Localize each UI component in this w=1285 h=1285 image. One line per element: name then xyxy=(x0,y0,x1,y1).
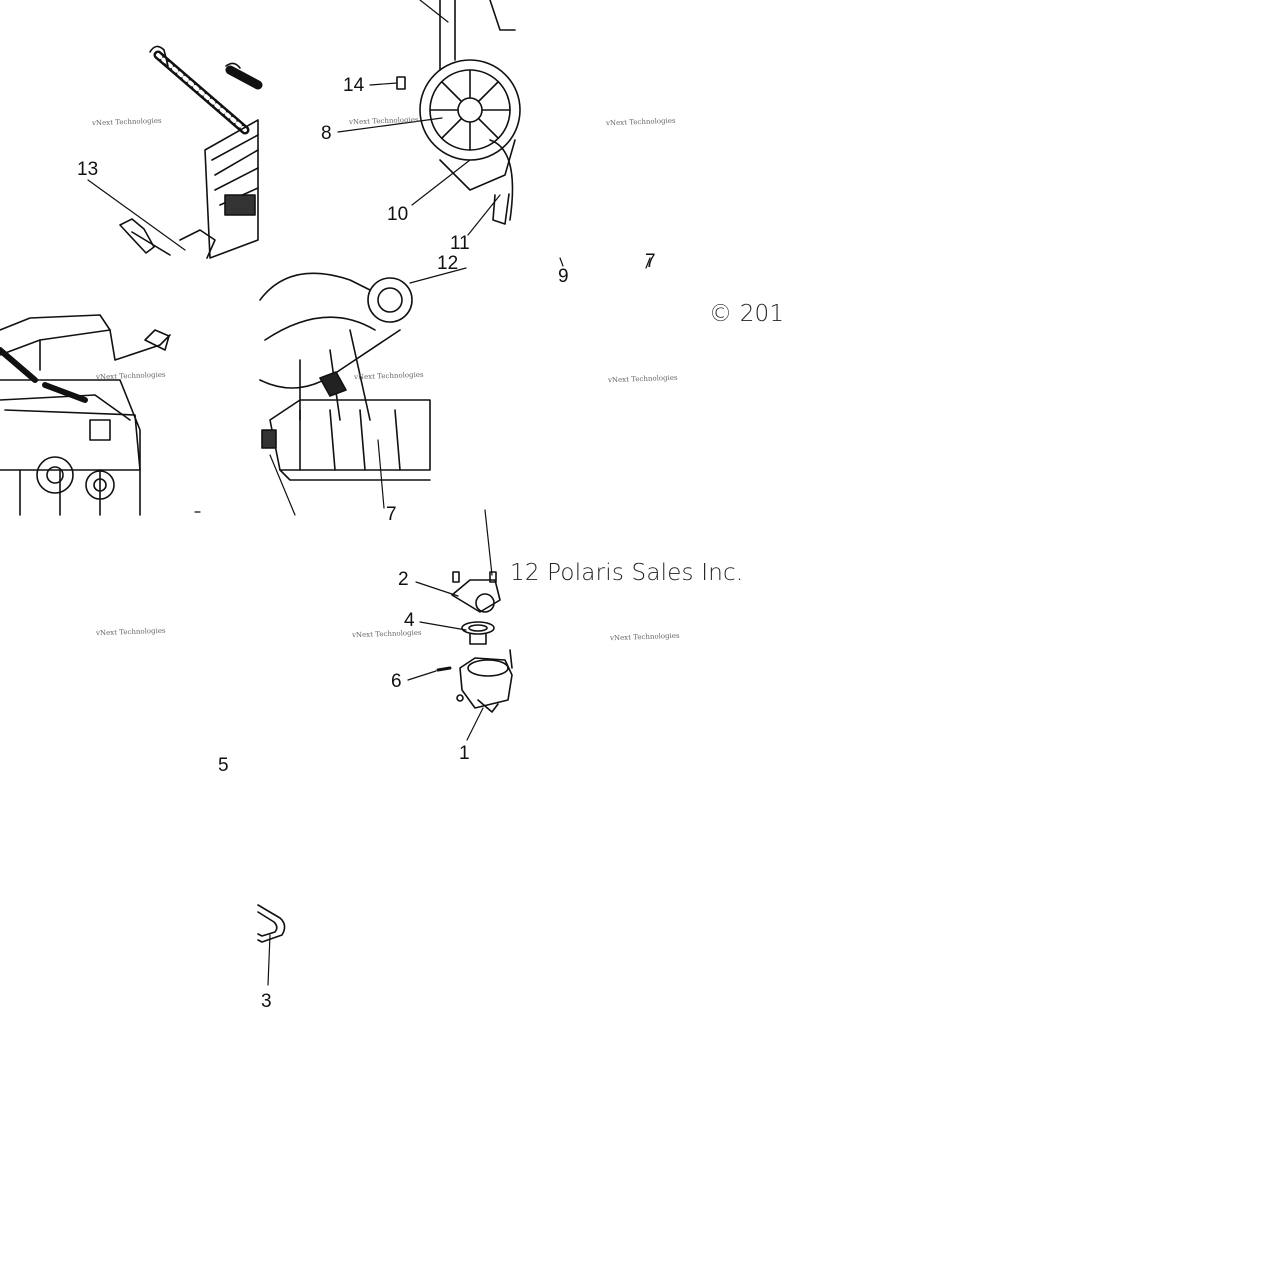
callout-13: 13 xyxy=(77,159,99,180)
copyright-part-1: © 201 xyxy=(709,301,785,327)
callout-4: 4 xyxy=(404,610,415,631)
gasket-part-3 xyxy=(257,904,286,943)
callout-11: 11 xyxy=(450,233,470,254)
callout-1: 1 xyxy=(459,743,470,764)
thermostat-assembly xyxy=(436,571,513,713)
copyright-part-2: 12 Polaris Sales Inc. xyxy=(510,560,744,586)
callout-10: 10 xyxy=(387,204,409,225)
leader-lines xyxy=(87,0,651,986)
engine-top-left-tile xyxy=(119,45,263,259)
callout-3: 3 xyxy=(261,991,272,1012)
callout-12: 12 xyxy=(437,253,459,274)
callout-6: 6 xyxy=(391,671,402,692)
callout-2: 2 xyxy=(398,569,409,590)
callout-7-lower: 7 xyxy=(386,504,397,525)
engine-center-tile xyxy=(259,272,431,481)
callout-5: 5 xyxy=(218,755,229,776)
engine-top-middle-tile xyxy=(396,0,521,225)
callout-14: 14 xyxy=(343,75,365,96)
callout-9: 9 xyxy=(558,266,569,287)
engine-left-tile xyxy=(0,314,171,516)
callout-7-upper: 7 xyxy=(645,251,656,272)
callout-8: 8 xyxy=(321,123,332,144)
